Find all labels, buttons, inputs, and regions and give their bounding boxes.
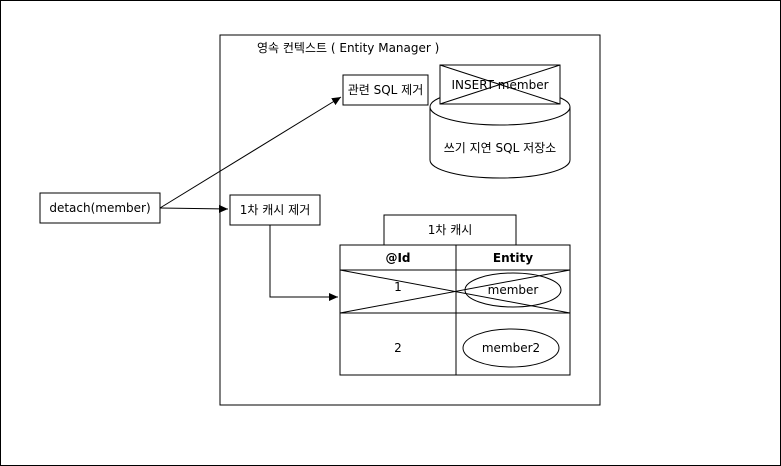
row2-entity: member2 — [482, 341, 540, 355]
row1-entity: member — [488, 283, 539, 297]
cache-table — [339, 244, 571, 376]
remove-cache-label: 1차 캐시 제거 — [240, 203, 310, 217]
remove-sql-label: 관련 SQL 제거 — [348, 83, 424, 97]
detach-label: detach(member) — [49, 201, 150, 215]
persistence-context-frame — [219, 34, 601, 406]
row2-id: 2 — [394, 341, 402, 355]
column-header-entity: Entity — [493, 251, 533, 265]
column-header-id: @Id — [385, 251, 410, 265]
row1-strike-b — [339, 269, 571, 314]
remove-sql-box — [342, 74, 429, 106]
sql-store-label: 쓰기 지연 SQL 저장소 — [444, 141, 556, 155]
context-title: 영속 컨텍스트 ( Entity Manager ) — [257, 41, 439, 55]
arrow-detach-to-sql — [159, 96, 342, 209]
detach-box — [39, 192, 161, 224]
row1-id: 1 — [394, 280, 402, 294]
cache-title-box — [383, 214, 517, 246]
remove-cache-box — [229, 194, 321, 226]
row2-entity-ellipse — [462, 328, 560, 368]
insert-strike-b — [439, 64, 561, 105]
arrow-detach-to-cache — [159, 204, 229, 213]
arrow-cache-to-row — [269, 225, 338, 301]
cache-title: 1차 캐시 — [428, 223, 473, 237]
